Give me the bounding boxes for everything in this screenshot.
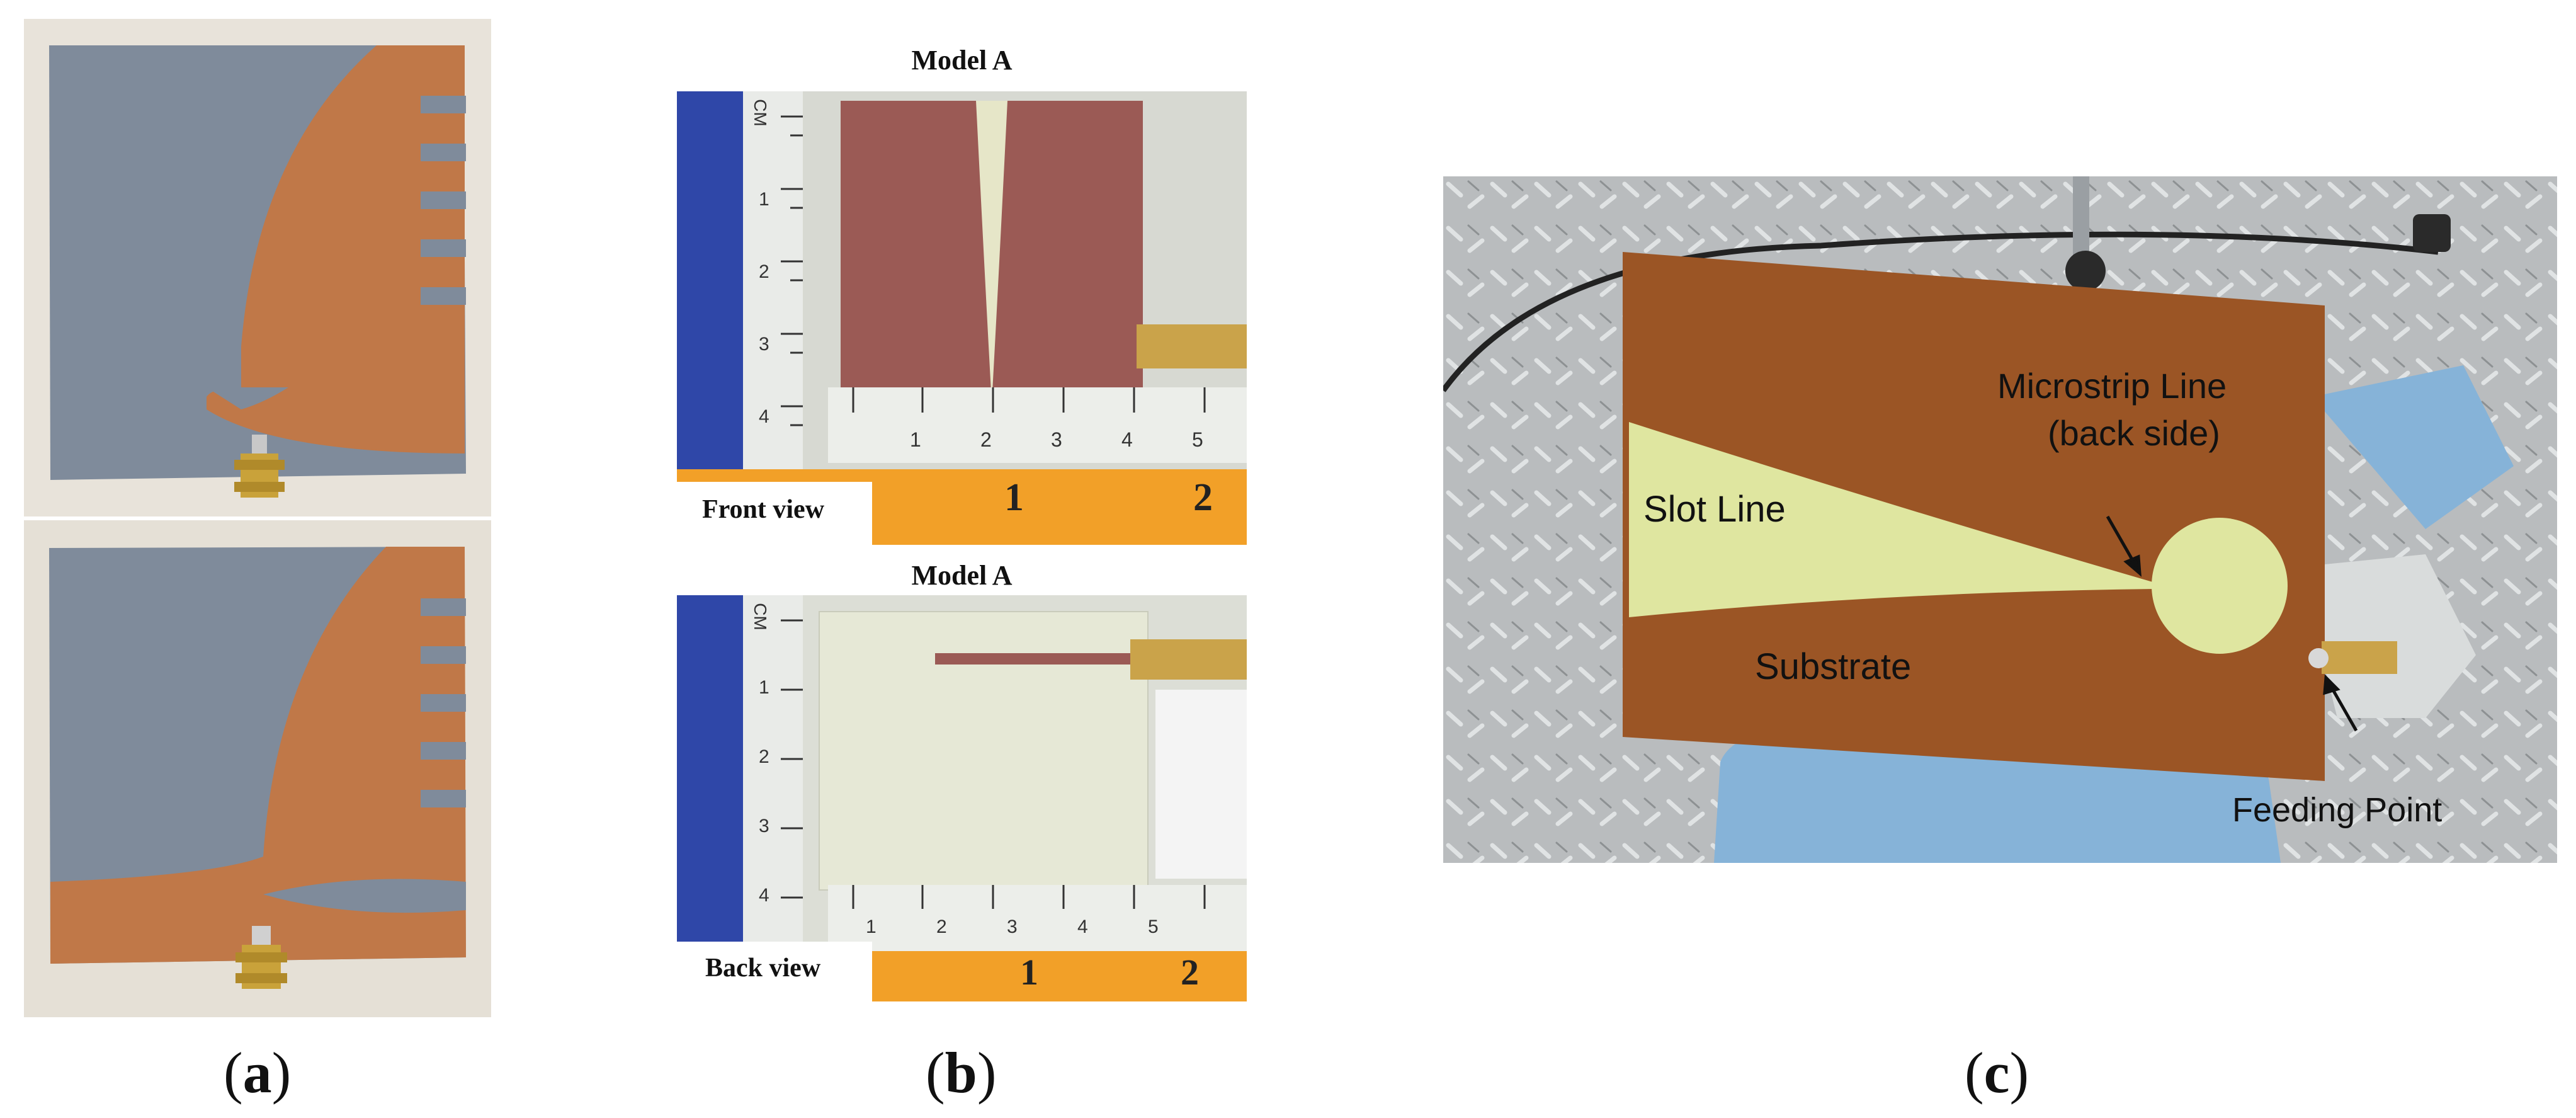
tapered-slot-line: [1629, 422, 2155, 617]
coax-cable: [1443, 231, 2439, 392]
ruler-cm-3-front: 3: [1051, 428, 1062, 451]
panel-a-graphic: [24, 19, 491, 1017]
panel-a-photos: [24, 19, 491, 1017]
back-side-label: (back side): [2048, 413, 2220, 453]
front-view-label: Front view: [702, 495, 825, 524]
white-plate-back: [1155, 690, 1247, 879]
sma-feed-connector: [2322, 641, 2397, 674]
ruler-inch-1-back: 1: [1020, 952, 1038, 993]
substrate-label: Substrate: [1755, 646, 1912, 687]
panel-c-photo: Microstrip Line (back side) Slot Line Su…: [1443, 176, 2557, 863]
back-view-photo: CM 1 2 3 4 1 2 3 4 5 1 2 Back view: [677, 595, 1247, 1001]
sma-connector-front: [1137, 324, 1247, 368]
ruler-cm-4-back: 4: [1077, 916, 1088, 937]
blue-ruler-back: [677, 595, 743, 989]
model-a-title-top: Model A: [911, 45, 1013, 76]
sma-connector-back: [1130, 639, 1247, 680]
ruler-unit-label-back: CM: [750, 603, 770, 630]
copper-flare-bottom: [50, 547, 466, 964]
edge-slots-top: [421, 96, 466, 305]
ruler-inch-1-front: 1: [1004, 476, 1024, 519]
ruler-tick-3-back: 3: [759, 816, 769, 836]
vivaldi-front-board: [841, 101, 1143, 403]
ruler-tick-4-front: 4: [759, 406, 769, 427]
ruler-cm-1-back: 1: [866, 916, 877, 937]
ruler-cm-2-front: 2: [980, 428, 992, 451]
ruler-inch-2-back: 2: [1181, 952, 1199, 993]
microstrip-feed-line: [935, 653, 1143, 665]
panel-c-graphic: [1443, 176, 2557, 863]
annotation-arrows: [2106, 515, 2358, 732]
ruler-cm-2-back: 2: [936, 916, 947, 937]
ruler-cm-1-front: 1: [910, 428, 921, 451]
white-ruler-left-front: [743, 91, 803, 501]
front-view-photo: CM 1 2 3 4 1 2 3 4 5: [677, 91, 1247, 545]
ruler-tick-4-back: 4: [759, 885, 769, 906]
white-ruler-left-back: [743, 595, 803, 948]
ruler-cm-3-back: 3: [1007, 916, 1018, 937]
edge-slots-bottom: [421, 598, 466, 807]
ruler-tick-1-back: 1: [759, 677, 769, 698]
slot-circle-cavity: [2152, 518, 2288, 654]
caption-a: (a): [224, 1041, 292, 1105]
white-ruler-bottom-back: [828, 885, 1247, 954]
feeding-point-label: Feeding Point: [2232, 791, 2443, 829]
sma-connector-bottom: [235, 926, 287, 989]
metal-clamp: [2300, 554, 2476, 718]
white-ruler-bottom-front: [828, 387, 1247, 463]
clamp-knob: [2065, 251, 2106, 291]
ruler-tick-3-front: 3: [759, 334, 769, 355]
brown-pcb-board: [1623, 252, 2325, 781]
caption-b: (b): [926, 1041, 997, 1105]
ruler-inch-2-front: 2: [1193, 476, 1213, 519]
ruler-cm-5-back: 5: [1148, 916, 1159, 937]
slot-line-label: Slot Line: [1643, 489, 1786, 530]
caption-c: (c): [1965, 1041, 2029, 1105]
sma-connector-top: [234, 435, 285, 498]
ruler-tick-2-back: 2: [759, 746, 769, 767]
ruler-cm-4-front: 4: [1121, 428, 1133, 451]
blue-ruler-front: [677, 91, 743, 532]
model-a-title-bottom: Model A: [911, 560, 1013, 591]
ruler-tick-2-front: 2: [759, 261, 769, 282]
ruler-tick-1-front: 1: [759, 189, 769, 210]
back-view-label: Back view: [705, 954, 821, 983]
front-view-label-box: [677, 482, 872, 545]
ruler-unit-label-front: CM: [750, 99, 770, 127]
microstrip-line-label: Microstrip Line: [1997, 366, 2227, 406]
copper-flare-top: [207, 45, 465, 453]
back-view-label-box: [677, 942, 872, 1001]
ruler-cm-5-front: 5: [1192, 428, 1203, 451]
panel-b-photos: Model A CM 1 2 3 4: [677, 44, 1247, 1001]
